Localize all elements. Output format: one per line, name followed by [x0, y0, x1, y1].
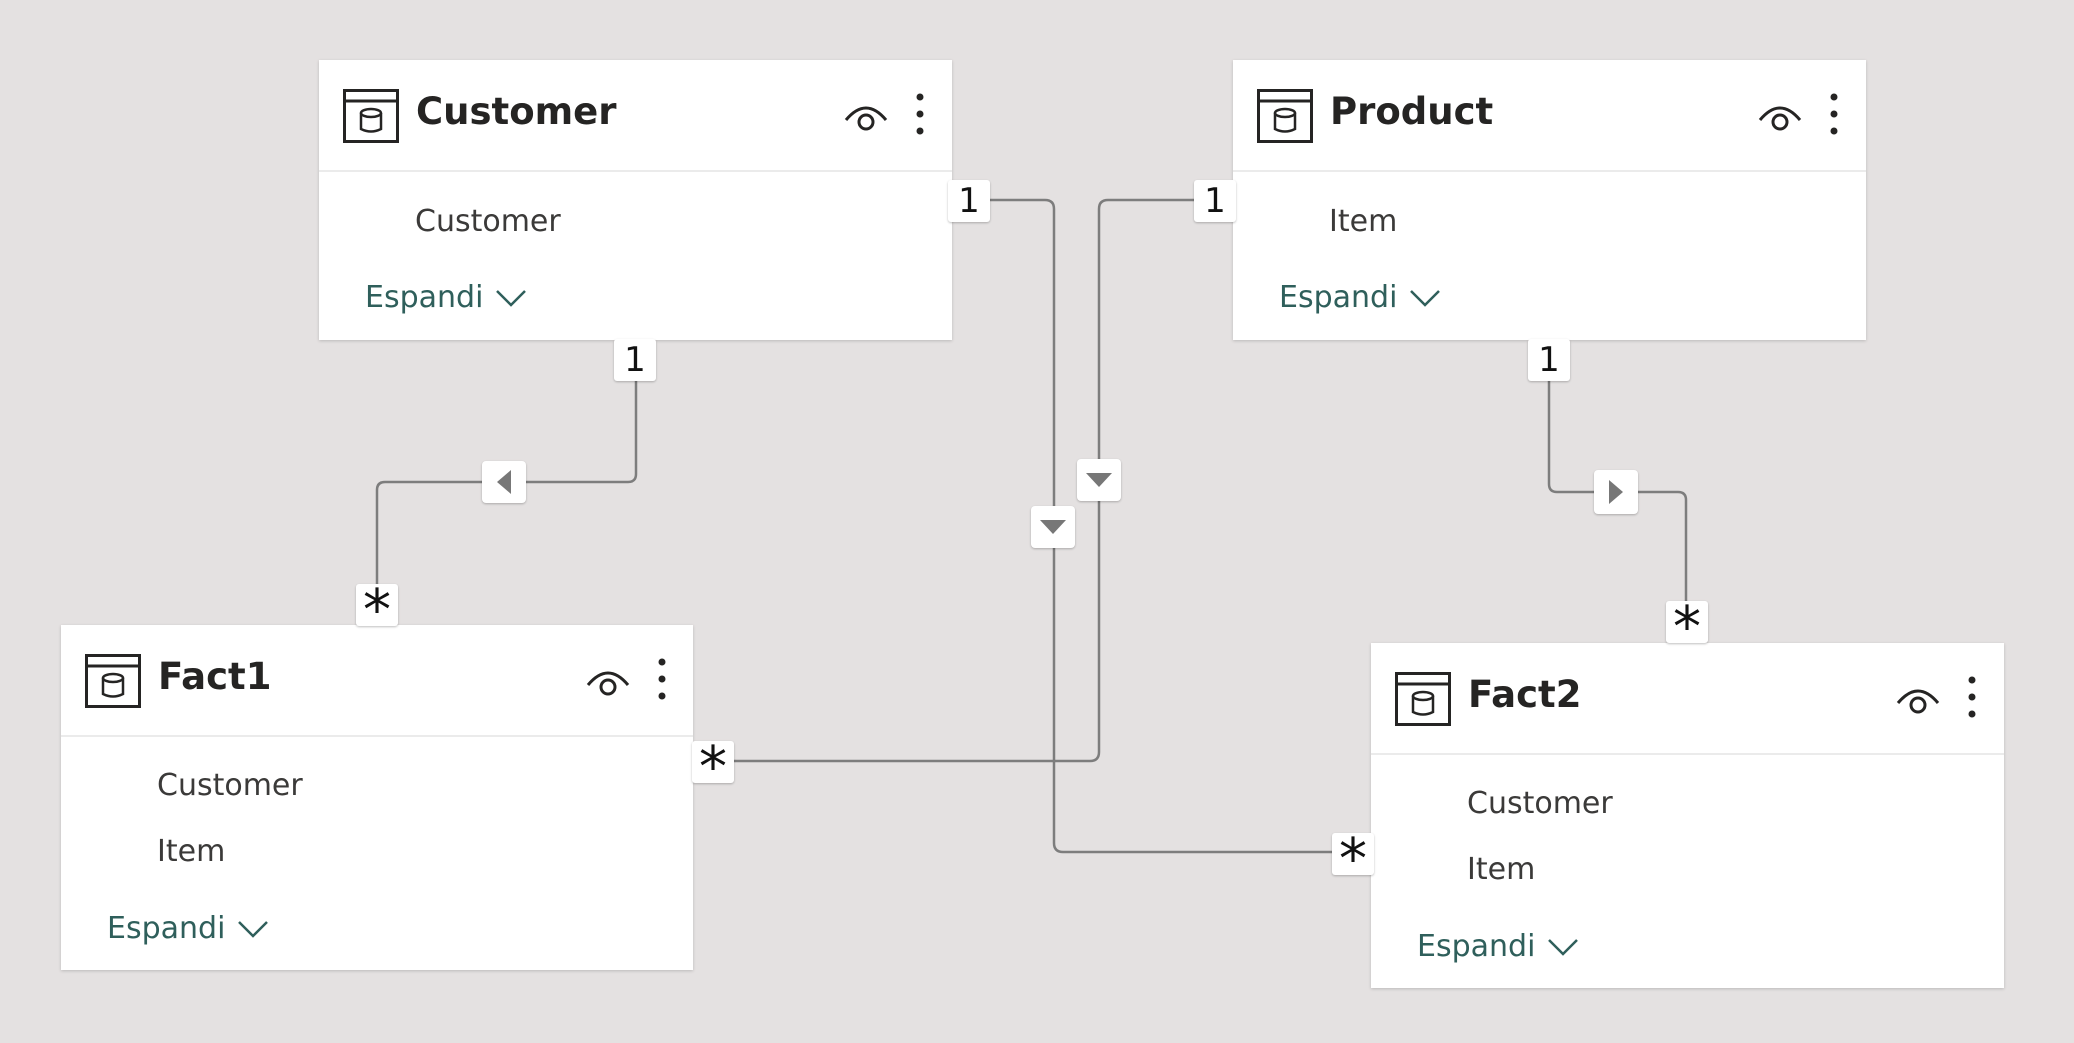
- chevron-down-icon: [1410, 289, 1441, 307]
- expand-button[interactable]: Espandi: [107, 911, 269, 946]
- cardinality-one-badge: 1: [1528, 339, 1570, 381]
- filter-direction-arrow[interactable]: [1031, 506, 1075, 548]
- table-title: Customer: [416, 90, 617, 133]
- more-options-icon[interactable]: [1827, 92, 1841, 136]
- cardinality-one-badge: 1: [614, 339, 656, 381]
- triangle-down-icon: [1086, 473, 1112, 487]
- table-card-header: Fact2: [1371, 643, 2004, 755]
- eye-icon[interactable]: [1757, 96, 1803, 136]
- table-title: Product: [1330, 90, 1494, 133]
- table-card-header: Product: [1233, 60, 1866, 172]
- filter-direction-arrow[interactable]: [482, 461, 526, 503]
- table-title: Fact1: [158, 655, 272, 698]
- cardinality-many-badge: *: [1666, 600, 1708, 656]
- table-card-customer[interactable]: Customer Customer Espandi: [319, 60, 952, 340]
- expand-label: Espandi: [365, 280, 484, 315]
- expand-label: Espandi: [1417, 929, 1536, 964]
- expand-label: Espandi: [107, 911, 226, 946]
- cardinality-many-badge: *: [692, 740, 734, 796]
- cardinality-many-badge: *: [1332, 832, 1374, 888]
- more-options-icon[interactable]: [913, 92, 927, 136]
- table-card-header: Customer: [319, 60, 952, 172]
- table-icon: [1257, 89, 1313, 143]
- table-card-product[interactable]: Product Item Espandi: [1233, 60, 1866, 340]
- eye-icon[interactable]: [843, 96, 889, 136]
- table-icon: [1395, 672, 1451, 726]
- expand-button[interactable]: Espandi: [1417, 929, 1579, 964]
- more-options-icon[interactable]: [1965, 675, 1979, 719]
- field-item[interactable]: Customer: [157, 768, 303, 803]
- filter-direction-arrow[interactable]: [1077, 459, 1121, 501]
- table-card-fact2[interactable]: Fact2 Customer Item Espandi: [1371, 643, 2004, 988]
- eye-icon[interactable]: [585, 661, 631, 701]
- cardinality-one-badge: 1: [1194, 180, 1236, 222]
- triangle-down-icon: [1040, 520, 1066, 534]
- field-item[interactable]: Customer: [415, 204, 561, 239]
- table-card-fact1[interactable]: Fact1 Customer Item Espandi: [61, 625, 693, 970]
- expand-button[interactable]: Espandi: [365, 280, 527, 315]
- field-item[interactable]: Item: [157, 834, 226, 869]
- table-icon: [85, 654, 141, 708]
- table-title: Fact2: [1468, 673, 1582, 716]
- eye-icon[interactable]: [1895, 679, 1941, 719]
- expand-label: Espandi: [1279, 280, 1398, 315]
- table-icon: [343, 89, 399, 143]
- triangle-left-icon: [497, 470, 511, 494]
- cardinality-many-badge: *: [356, 583, 398, 639]
- filter-direction-arrow[interactable]: [1594, 470, 1638, 514]
- triangle-right-icon: [1609, 480, 1623, 504]
- field-item[interactable]: Item: [1329, 204, 1398, 239]
- cardinality-one-badge: 1: [948, 180, 990, 222]
- chevron-down-icon: [238, 920, 269, 938]
- field-item[interactable]: Item: [1467, 852, 1536, 887]
- table-card-header: Fact1: [61, 625, 693, 737]
- expand-button[interactable]: Espandi: [1279, 280, 1441, 315]
- more-options-icon[interactable]: [655, 657, 669, 701]
- chevron-down-icon: [496, 289, 527, 307]
- chevron-down-icon: [1548, 938, 1579, 956]
- field-item[interactable]: Customer: [1467, 786, 1613, 821]
